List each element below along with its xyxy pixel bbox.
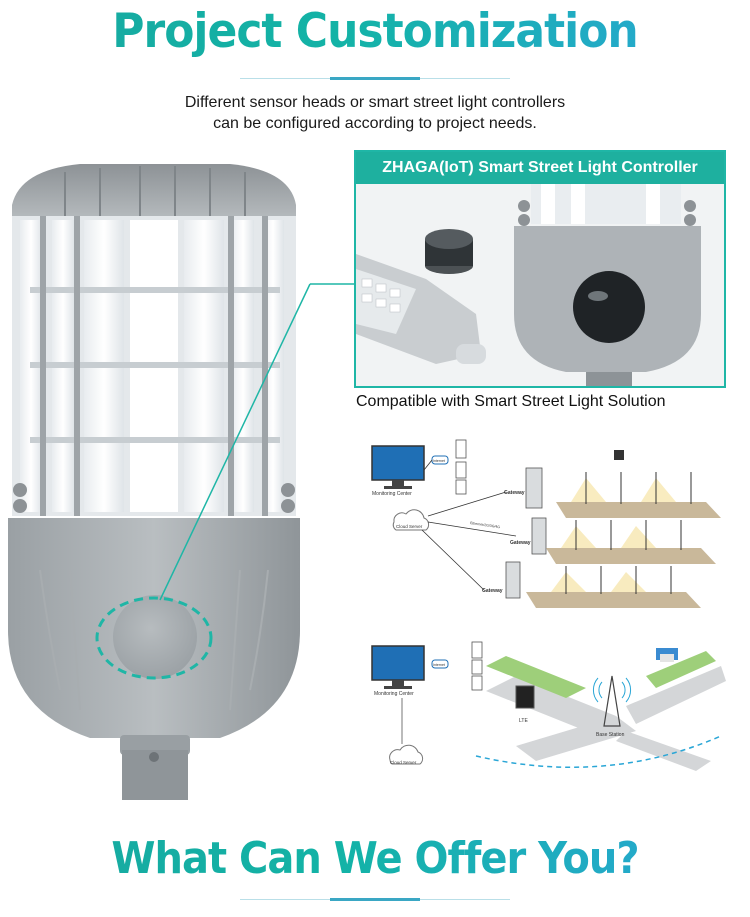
cloud-icon — [392, 509, 430, 531]
gateway-label-2: Gateway — [510, 540, 531, 546]
lte-label: LTE — [519, 718, 528, 724]
subtitle: Different sensor heads or smart street l… — [0, 92, 750, 134]
compatibility-caption: Compatible with Smart Street Light Solut… — [356, 393, 666, 410]
monitoring-center-label-2: Monitoring Center — [374, 691, 414, 697]
street-light-image — [8, 164, 300, 800]
section-underline — [330, 898, 420, 901]
lte-controller-icon — [515, 685, 535, 709]
monitor-icon-2 — [371, 645, 425, 681]
internet-label: Internet — [433, 459, 445, 463]
title-underline — [330, 77, 420, 80]
callout-heading: ZHAGA(IoT) Smart Street Light Controller — [356, 152, 724, 184]
controller-photo — [356, 184, 724, 386]
page-title: Project Customization — [0, 4, 750, 59]
link-label: Ethernet/2G/3G/4G — [470, 521, 501, 529]
cloud-server-label-2: Cloud Server — [390, 760, 417, 765]
gateway-label-1: Gateway — [504, 490, 525, 496]
sensor-icon — [614, 450, 624, 460]
monitoring-center-label: Monitoring Center — [372, 491, 412, 497]
subtitle-line-2: can be configured according to project n… — [213, 115, 537, 132]
cloud-server-label: Cloud Server — [396, 524, 423, 529]
base-station-label: Base Station — [596, 732, 625, 738]
highlight-ring — [95, 596, 213, 680]
section-title: What Can We Offer You? — [0, 834, 750, 884]
sensor-mount-disc — [113, 595, 197, 679]
device-icons — [455, 439, 467, 495]
lte-network-diagram: Monitoring Center Internet Cloud Server … — [371, 641, 726, 771]
base-station-icon — [603, 675, 621, 727]
subtitle-line-1: Different sensor heads or smart street l… — [184, 94, 566, 111]
callout-connector — [159, 283, 356, 601]
internet-label-2: Internet — [433, 663, 445, 667]
device-icons-2 — [471, 641, 483, 691]
controller-callout: ZHAGA(IoT) Smart Street Light Controller — [354, 150, 726, 388]
cloud-icon-2 — [389, 744, 424, 765]
gateway-network-diagram: Monitoring Center Internet Cloud Server … — [371, 439, 721, 608]
lamp-top-cap — [12, 164, 296, 218]
monitor-icon — [371, 445, 425, 481]
gateway-label-3: Gateway — [482, 588, 503, 594]
